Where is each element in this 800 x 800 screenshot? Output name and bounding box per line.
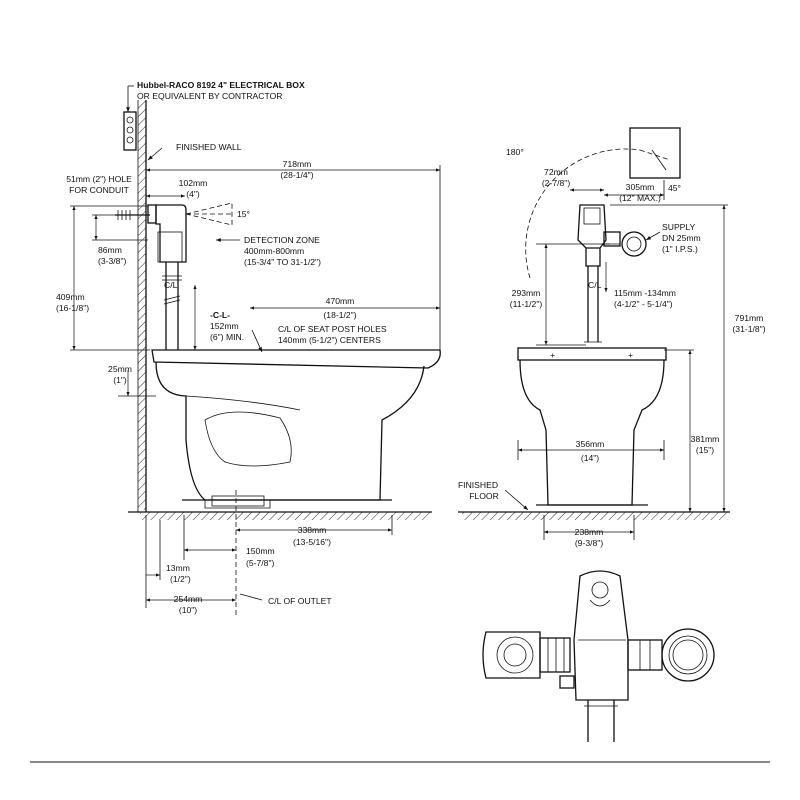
- angle-15-label: 15°: [237, 209, 250, 219]
- dim-238-mm: 238mm: [575, 527, 604, 537]
- cl-outlet-label: C/L OF OUTLET: [268, 596, 332, 606]
- dim-102-mm: 102mm: [179, 178, 208, 188]
- dim-238-in: (9-3/8"): [575, 538, 604, 548]
- finished-wall-label: FINISHED WALL: [176, 142, 242, 152]
- front-dimensions: [504, 180, 728, 540]
- dim-254-in: (10"): [179, 605, 197, 615]
- dim-102-in: (4"): [186, 189, 200, 199]
- dim-25-in: (1"): [113, 375, 127, 385]
- angle-180-label: 180°: [506, 147, 524, 157]
- dim-791-mm: 791mm: [735, 313, 764, 323]
- front-electrical-box: [629, 127, 681, 179]
- electrical-box-label-rest: ELECTRICAL BOX: [227, 80, 305, 90]
- dim-293-in: (11-1/2"): [510, 299, 543, 309]
- front-floor-hatch: [462, 512, 728, 520]
- detection-range-mm: 400mm-800mm: [244, 246, 304, 256]
- finished-floor-label-line2: FLOOR: [469, 491, 499, 501]
- dim-791-in: (31-1/8"): [732, 324, 765, 334]
- front-view: + + 180° 45° 72: [458, 127, 766, 548]
- detection-range-in: (15-3/4" TO 31-1/2"): [244, 257, 321, 267]
- seat-holes-centers: 140mm (5-1/2") CENTERS: [278, 335, 381, 345]
- detail-valve-body: [573, 570, 629, 701]
- dim-470-mm: 470mm: [326, 296, 355, 306]
- top-detail-view: [482, 570, 715, 742]
- side-seat: [151, 349, 441, 369]
- side-flush-valve: [147, 204, 187, 350]
- dim-381-in: (15"): [696, 445, 714, 455]
- dim-150-in: (5-7/8"): [246, 558, 275, 568]
- front-cl-small: C/L: [588, 280, 602, 290]
- side-view: Hubbel-RACO 8192 4" ELECTRICAL BOX OR EQ…: [56, 80, 441, 615]
- hole-label-line2: FOR CONDUIT: [69, 185, 129, 195]
- dim-718-in: (28-1/4"): [280, 170, 313, 180]
- dim-254-mm: 254mm: [174, 594, 203, 604]
- svg-text:+: +: [628, 350, 633, 360]
- dim-152-mm: 152mm: [210, 321, 239, 331]
- dim-338-in: (13-5/16"): [293, 537, 331, 547]
- detection-zone-label: DETECTION ZONE: [244, 235, 320, 245]
- dim-293-mm: 293mm: [512, 288, 541, 298]
- svg-text:+: +: [550, 350, 555, 360]
- dim-305-in: (12" MAX.): [619, 193, 661, 203]
- dim-356-mm: 356mm: [576, 439, 605, 449]
- side-dimensions: [70, 85, 441, 615]
- cl-label: -C-L-: [210, 310, 230, 320]
- seat-holes-label: C/L OF SEAT POST HOLES: [278, 324, 387, 334]
- supply-fitting: [621, 231, 647, 257]
- detail-supply-ring: [661, 628, 715, 682]
- angle-45-label: 45°: [668, 183, 681, 193]
- swing-arc-180: [525, 148, 641, 279]
- dim-718-mm: 718mm: [283, 159, 312, 169]
- side-floor-hatch: [140, 512, 430, 520]
- front-bowl: + +: [517, 347, 667, 506]
- finished-floor-label: FINISHED: [458, 480, 498, 490]
- dim-150-mm: 150mm: [246, 546, 275, 556]
- dim-152-in: (6") MIN.: [210, 332, 244, 342]
- hole-label-line1: 51mm (2") HOLE: [66, 174, 132, 184]
- dim-356-in: (14"): [581, 453, 599, 463]
- finished-wall: [138, 100, 146, 510]
- detail-left-connection: [482, 631, 541, 679]
- supply-label: SUPPLY: [662, 222, 696, 232]
- dim-409-mm: 409mm: [56, 292, 85, 302]
- dim-115-in: (4-1/2" - 5-1/4"): [614, 299, 673, 309]
- dim-72-mm: 72mm: [544, 167, 568, 177]
- dim-115-mm: 115mm -134mm: [614, 288, 676, 298]
- front-flush-valve: [577, 204, 647, 349]
- dim-470-in: (18-1/2"): [323, 310, 356, 320]
- detection-zone-cone: [185, 202, 233, 226]
- dim-13-mm: 13mm: [166, 563, 190, 573]
- supply-size: DN 25mm: [662, 233, 701, 243]
- svg-text:Hubbel-RACO 8192 4" ELECTRICAL: Hubbel-RACO 8192 4" ELECTRICAL BOX: [137, 80, 305, 90]
- dim-381-mm: 381mm: [691, 434, 720, 444]
- dim-25-mm: 25mm: [108, 364, 132, 374]
- dim-86-in: (3-3/8"): [98, 256, 127, 266]
- dim-86-mm: 86mm: [98, 245, 122, 255]
- side-cl-small: C/L: [164, 280, 178, 290]
- detail-right-stop: [627, 639, 663, 671]
- electrical-box: [123, 111, 137, 151]
- dim-13-in: (1/2"): [170, 574, 191, 584]
- side-bowl: [151, 349, 441, 509]
- dim-305-mm: 305mm: [626, 182, 655, 192]
- supply-ips: (1" I.P.S.): [662, 244, 698, 254]
- electrical-box-label-line2: OR EQUIVALENT BY CONTRACTOR: [137, 91, 283, 101]
- dim-409-in: (16-1/8"): [56, 303, 89, 313]
- electrical-box-label: Hubbel-RACO 8192 4": [137, 80, 227, 90]
- dim-72-in: (2-7/8"): [542, 178, 571, 188]
- dim-338-mm: 338mm: [298, 525, 327, 535]
